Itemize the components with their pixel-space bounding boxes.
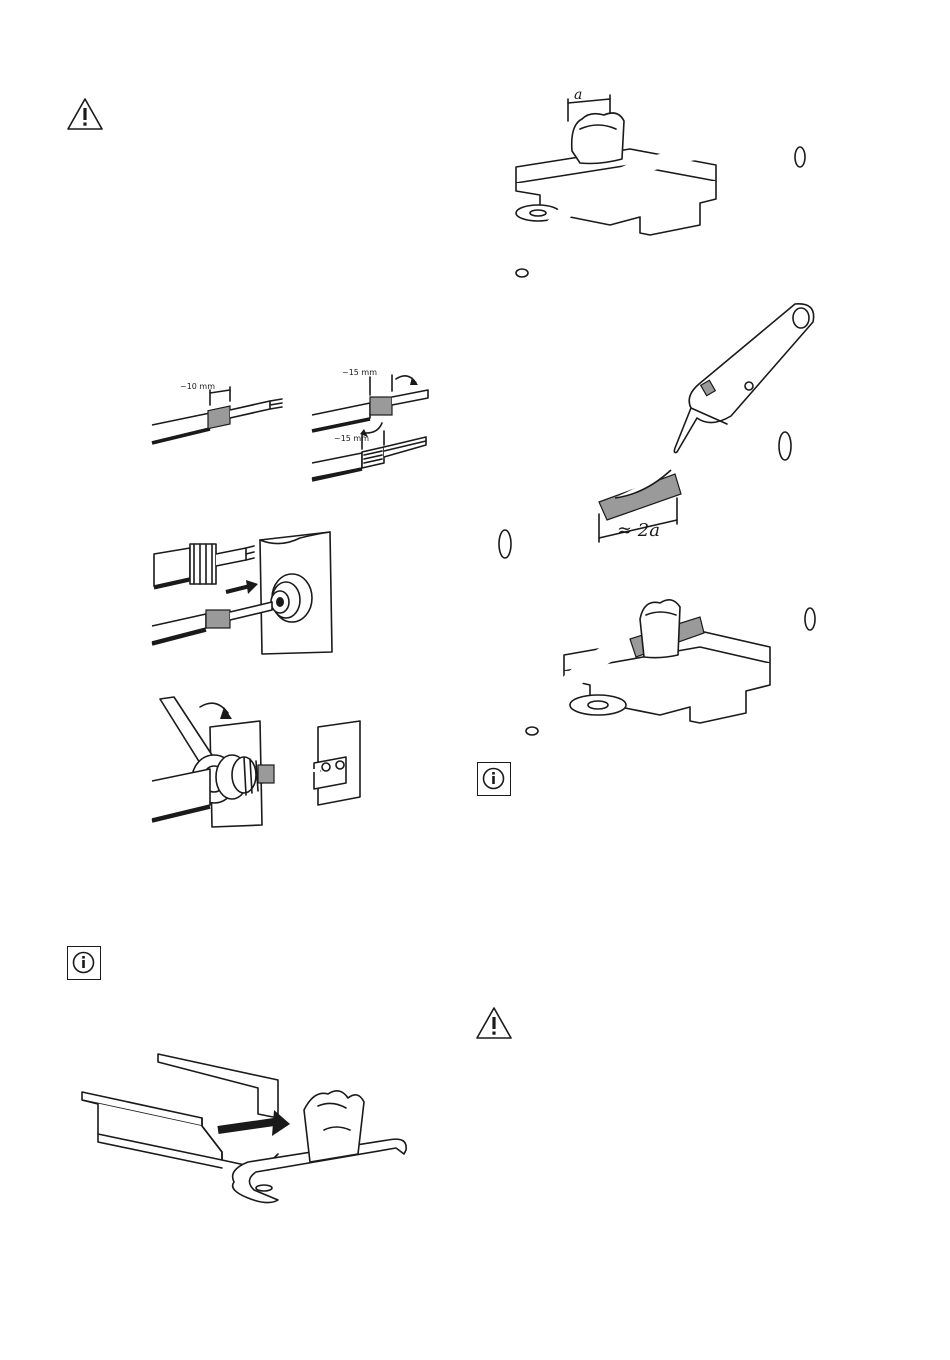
info-icon — [477, 762, 511, 796]
knife-cut-figure: ≈ 2a — [495, 298, 825, 558]
clip-dimension-label: a — [574, 87, 582, 103]
din-rail-clip-figure — [78, 1050, 413, 1210]
strip-length-label-b: ~15 mm — [342, 368, 377, 377]
info-icon — [67, 946, 101, 980]
clip-installed-figure — [520, 595, 820, 745]
gland-tightening-figure — [150, 697, 360, 827]
clip-dimension-figure: a — [510, 85, 815, 285]
cable-strip-length-figure: ~10 mm ~15 mm ~15 mm — [150, 365, 440, 490]
warning-triangle-icon — [66, 97, 104, 131]
cable-gland-insertion-figure — [150, 530, 340, 655]
strip-length-label-c: ~15 mm — [334, 434, 369, 443]
strip-length-label-a: ~10 mm — [180, 382, 215, 391]
warning-triangle-icon — [475, 1006, 513, 1040]
cut-length-label: ≈ 2a — [617, 520, 660, 541]
